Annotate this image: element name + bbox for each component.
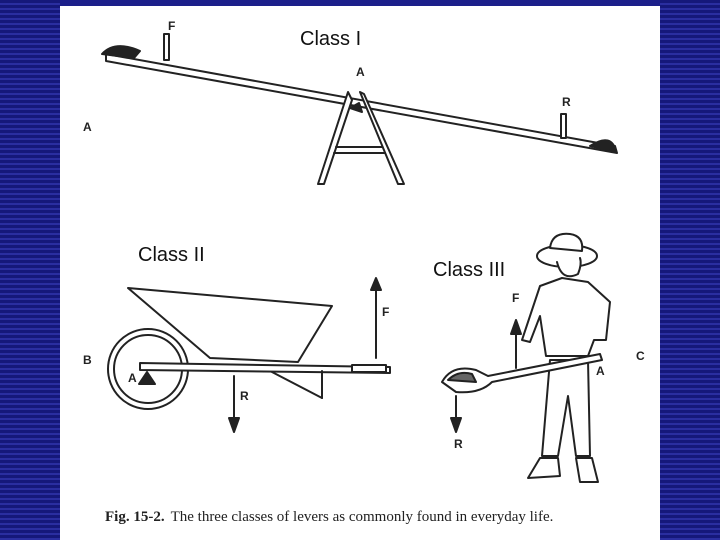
wheelbarrow-fulcrum-marker: [138, 371, 156, 385]
man-shoe-right: [575, 457, 599, 483]
seesaw-handle-left: [163, 33, 170, 61]
figure-caption: Fig. 15-2. The three classes of levers as…: [105, 509, 553, 526]
figure-label-c: C: [636, 349, 645, 363]
left-border-stripes: [0, 0, 60, 540]
class-3-label: Class III: [433, 259, 506, 281]
wheelbarrow-handle-bar: [139, 362, 391, 374]
man-shirt: [521, 277, 611, 357]
wheelbarrow-fulcrum-label: A: [128, 371, 137, 385]
wheelbarrow-drawing: [107, 277, 391, 433]
wheelbarrow-grip: [351, 364, 387, 373]
shovel: [441, 353, 603, 394]
man-head: [556, 257, 582, 278]
seesaw-seat-right: [589, 139, 617, 153]
shovel-fulcrum-label: A: [596, 364, 605, 378]
right-border-stripes: [660, 0, 720, 540]
wheelbarrow-resistance-label: R: [240, 389, 249, 403]
man-hat-crown: [549, 232, 584, 252]
shovel-resistance-label: R: [454, 437, 463, 451]
seesaw-force-label: F: [168, 19, 175, 33]
man-shoe-left: [527, 457, 561, 479]
figure-caption-number: Fig. 15-2.: [105, 509, 165, 525]
slide: A B C F A R F A R F A R Class I Class II…: [60, 6, 660, 540]
shovel-force-label: F: [512, 291, 519, 305]
seesaw-handle-right: [560, 113, 567, 139]
seesaw-drawing: [101, 33, 618, 185]
seesaw-stand: [317, 91, 405, 185]
seesaw-fulcrum-label: A: [356, 65, 365, 79]
figure-caption-text: The three classes of levers as commonly …: [170, 509, 554, 525]
class-2-label: Class II: [138, 244, 205, 266]
figure-label-b: B: [83, 353, 92, 367]
shovel-load: [447, 371, 477, 383]
man-trousers: [541, 359, 591, 457]
lever-illustration: A B C F A R F A R F A R: [83, 19, 645, 483]
seesaw-plank: [105, 53, 618, 154]
seesaw-fulcrum-marker: [349, 102, 363, 113]
wheelbarrow-leg-left: [271, 370, 323, 399]
figure-label-a: A: [83, 120, 92, 134]
shovel-drawing: [441, 232, 611, 483]
wheelbarrow-force-label: F: [382, 305, 389, 319]
class-1-label: Class I: [300, 28, 362, 50]
seesaw-resistance-label: R: [562, 95, 571, 109]
wheelbarrow-tray: [127, 287, 333, 363]
seesaw-seat-left: [101, 45, 141, 59]
